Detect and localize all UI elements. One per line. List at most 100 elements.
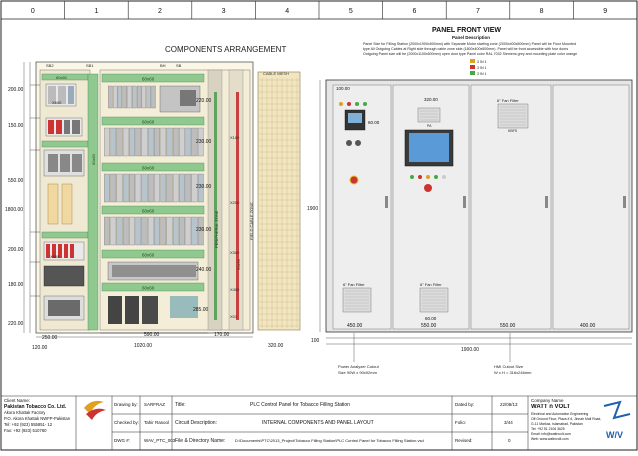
fan-filter-label: 6" Fan Filter	[497, 98, 519, 103]
breaker	[166, 173, 173, 203]
client-address-line: P.O. Akora Khattak NWFP-Pakistan	[4, 416, 71, 421]
panel-front-view-title: PANEL FRONT VIEW	[432, 27, 501, 34]
breaker	[185, 173, 192, 203]
company-line: Off Ground Floor, Plaza # 6, Jinnah Mall…	[531, 417, 601, 421]
dim-label: 180.00	[8, 282, 24, 288]
dim-label: 400.00	[580, 323, 596, 329]
company-line: Electrical and Automation Engineering	[531, 412, 589, 416]
cable-ducts	[41, 73, 205, 331]
client-address-line: Tel: +92 (923) 555851- 12	[4, 422, 53, 427]
breaker	[160, 216, 167, 246]
sb2-label: SB2	[46, 63, 54, 68]
terminal-label: X300	[230, 250, 240, 255]
column-number: 6	[412, 8, 416, 15]
breaker	[154, 127, 160, 157]
company-logo: W/V	[603, 400, 631, 440]
sb-label: SB	[176, 63, 182, 68]
client-logo	[84, 400, 106, 420]
svg-text:W/V: W/V	[606, 430, 623, 440]
panel-description-line: type All Outgoing Cables at Right side t…	[363, 47, 568, 51]
dim-label: 550.00	[8, 178, 24, 184]
dim-label: 550.00	[421, 323, 437, 329]
column-number: 3	[222, 8, 226, 15]
breaker	[122, 127, 129, 157]
breaker	[132, 85, 137, 109]
legend-item: 3 IN 1	[477, 72, 487, 76]
breaker	[191, 216, 198, 246]
column-number: 7	[476, 8, 480, 15]
field-cable-zone-label: FIELD CABLE ZONE	[249, 202, 254, 240]
column-number: 1	[94, 8, 98, 15]
bottom-drives	[107, 85, 201, 324]
breaker	[116, 127, 123, 157]
dwg-label: DWG #:	[114, 438, 131, 443]
fan-filter-label: 6" Fan Filter	[420, 282, 442, 287]
breaker	[141, 85, 147, 109]
dim-label: 1900	[307, 206, 318, 212]
column-number: 9	[603, 8, 607, 15]
dim-label: 150.00	[8, 123, 24, 129]
front-panel	[325, 79, 633, 333]
dim-label: 550.00	[500, 323, 516, 329]
breaker	[135, 173, 142, 203]
legend	[470, 59, 475, 75]
column-number: 4	[285, 8, 289, 15]
client-address-line: Fax: +92 (923) 510760	[4, 428, 47, 433]
breaker	[122, 216, 129, 246]
breaker	[136, 85, 142, 109]
title-block	[0, 395, 638, 451]
breaker	[116, 173, 123, 203]
dim-label: 250.00	[42, 335, 58, 341]
breaker	[154, 173, 160, 203]
breaker	[166, 216, 173, 246]
title-value: PLC Control Panel for Tobacco Filling St…	[250, 402, 350, 408]
breaker	[197, 173, 204, 203]
breaker	[112, 85, 118, 109]
breaker	[141, 216, 148, 246]
company-line: Email: info@wattnvolt.com	[531, 432, 571, 436]
breaker	[197, 216, 204, 246]
breaker	[160, 127, 167, 157]
breaker	[108, 85, 113, 109]
bh-label: BH	[160, 63, 166, 68]
terminal-label: X200	[230, 200, 240, 205]
dated-value: 22/08/13	[500, 402, 518, 407]
dim-label: 590.00	[144, 332, 160, 338]
breaker	[129, 216, 135, 246]
terminal-label: X400	[230, 287, 240, 292]
dated-label: Dated by:	[455, 402, 475, 407]
breaker	[172, 216, 179, 246]
breaker	[104, 127, 110, 157]
company-label: Company Name	[531, 398, 564, 403]
dim-label: 1020.00	[134, 343, 152, 349]
dim-label: 220.00	[8, 321, 24, 327]
breaker	[179, 216, 185, 246]
dim-label: 100	[311, 338, 320, 344]
breaker	[122, 173, 129, 203]
left-dimension-lines	[23, 62, 253, 338]
duct-label: 60x60	[142, 77, 155, 82]
breaker	[147, 173, 154, 203]
file-label: File & Directory Name:	[175, 438, 226, 444]
dim-label: 320.00	[424, 97, 438, 102]
legend-item: 3 IN 1	[477, 60, 487, 64]
breaker	[147, 216, 154, 246]
breaker	[154, 216, 160, 246]
breaker	[129, 173, 135, 203]
duct-label: 60x60	[142, 209, 155, 214]
breaker	[117, 85, 123, 109]
dim-label: 60.00	[425, 316, 437, 321]
note-hmi: HMI Cutout Size	[494, 364, 524, 369]
dim-label: 230.00	[196, 139, 212, 145]
component-rows	[104, 85, 204, 246]
kbfs-label: KBFS	[508, 129, 518, 133]
folio-label: Folio:	[455, 420, 467, 425]
checked-by-label: Checked by:	[114, 420, 140, 425]
sb1-label: SB1	[86, 63, 94, 68]
breaker	[166, 127, 173, 157]
client-label: Client Name:	[4, 398, 31, 403]
dim-label: 230.00	[196, 184, 212, 190]
